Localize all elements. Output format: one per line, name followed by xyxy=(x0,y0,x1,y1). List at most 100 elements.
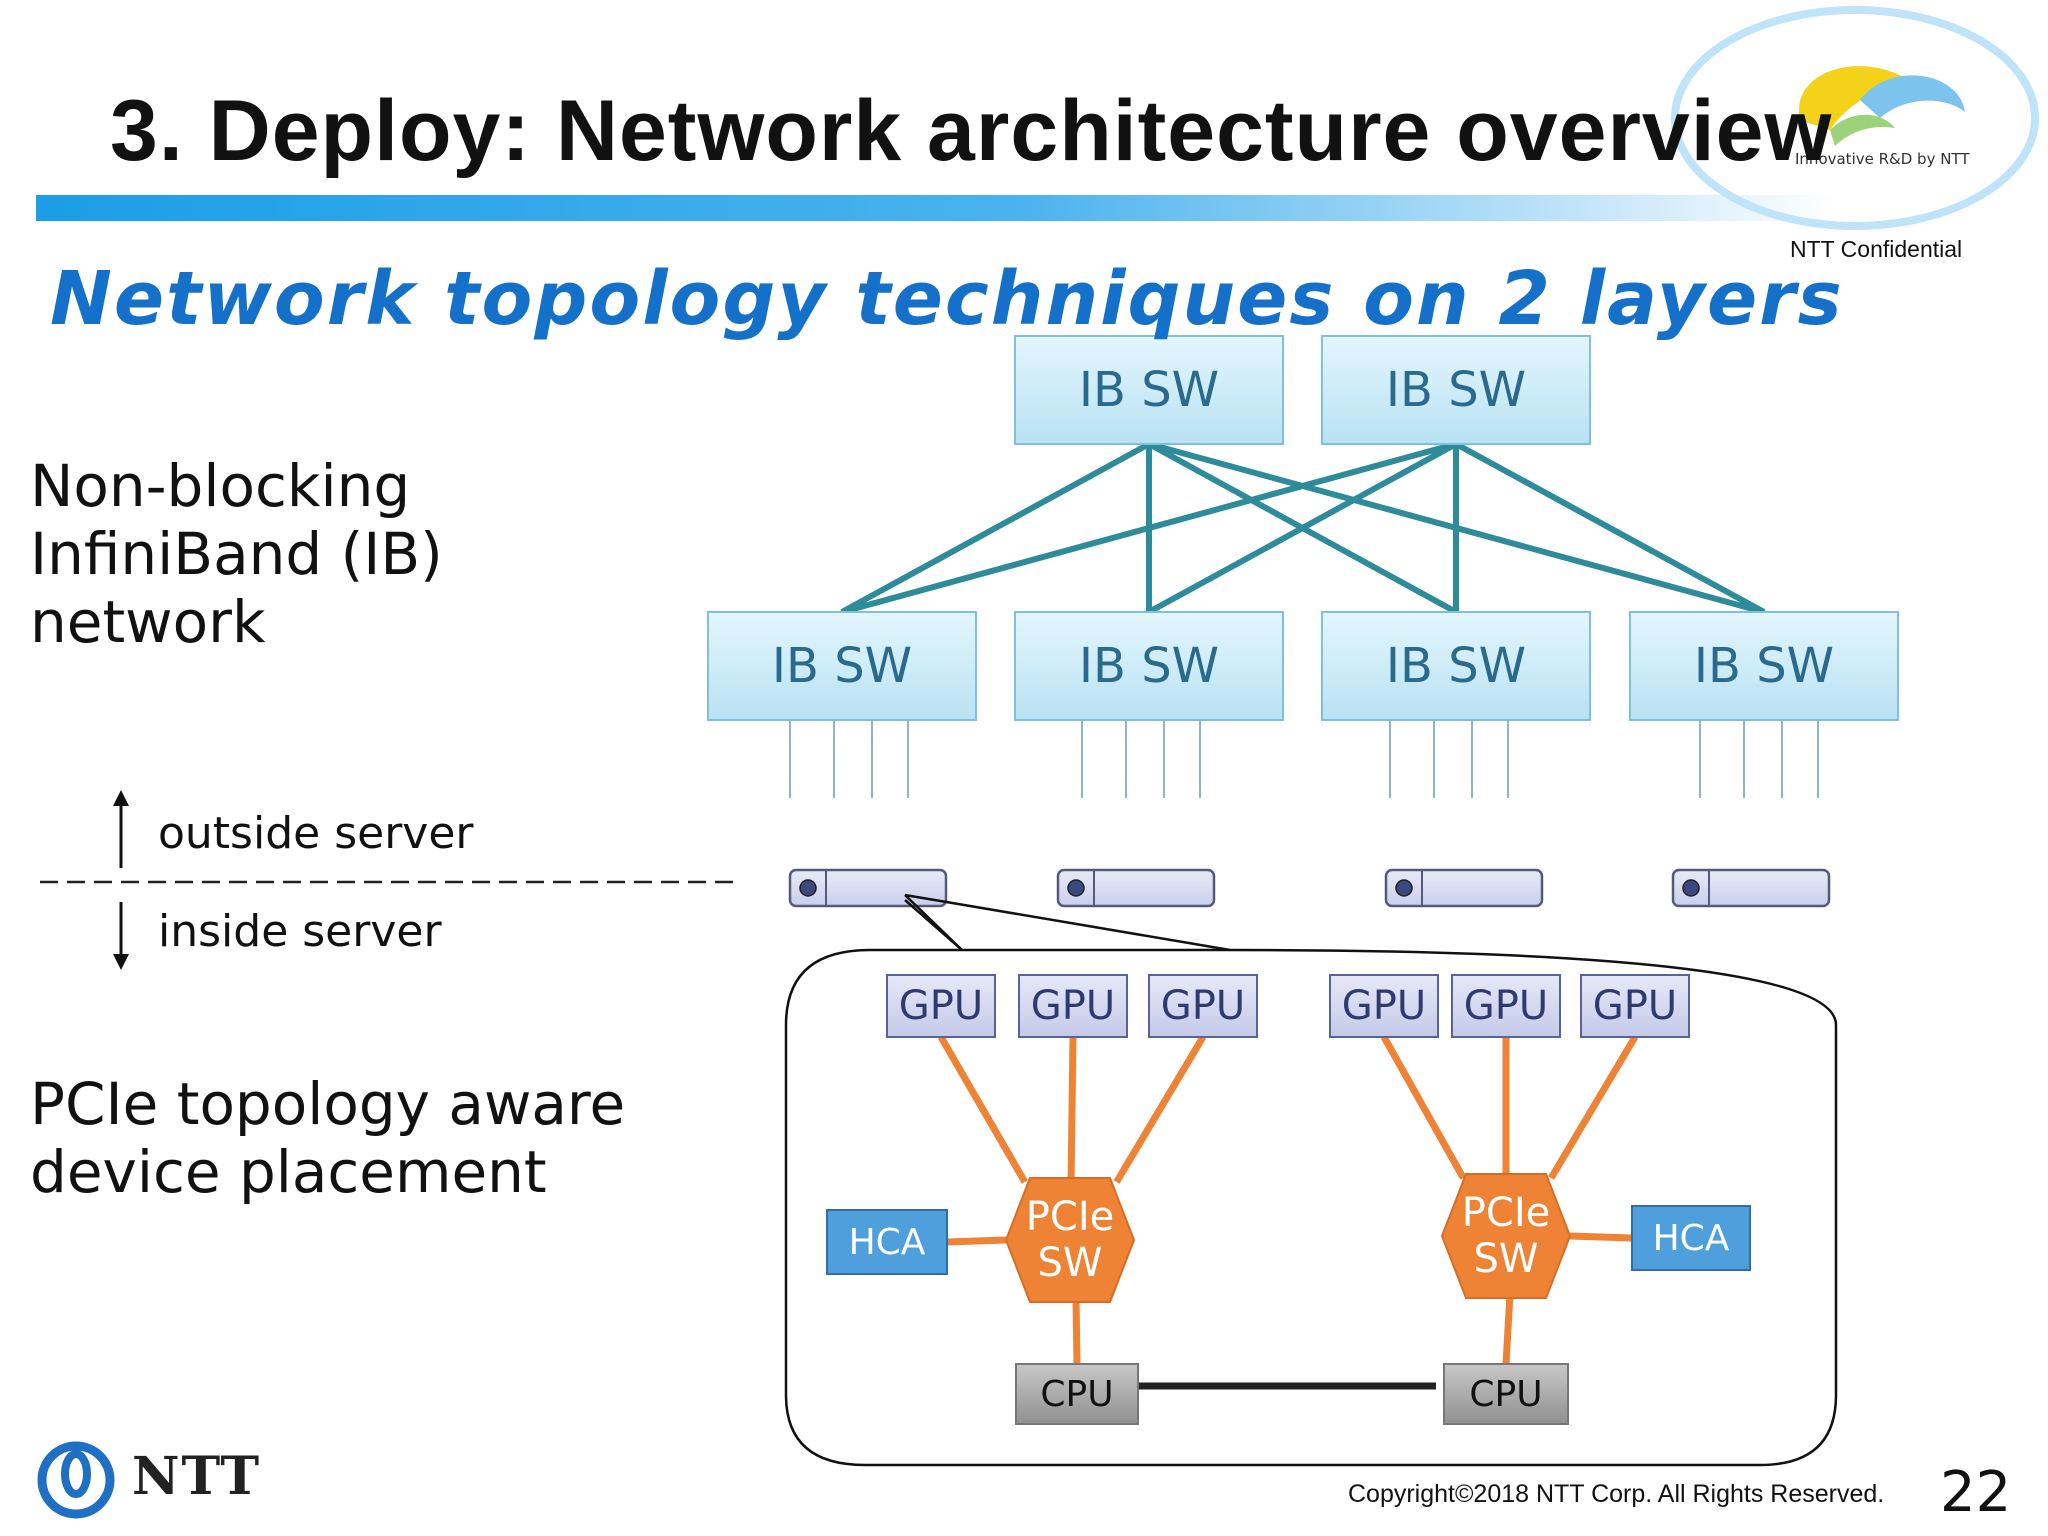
gpu-label-line: GPU xyxy=(1593,983,1677,1029)
confidential-label: NTT Confidential xyxy=(1790,236,1963,262)
ntt-logo-mark xyxy=(37,1441,115,1519)
ib-link-group xyxy=(840,441,1766,615)
ib-leaf-switch: IB SW xyxy=(707,611,977,721)
gpu-box xyxy=(1329,974,1439,1038)
cpu-unit: CPU xyxy=(1015,1363,1139,1425)
outside-server-label: outside server xyxy=(158,808,474,859)
cpu-unit-box xyxy=(1015,1363,1139,1425)
ib-switch-group: IB SW IB SW IB SW IB SW IB SW IB SW xyxy=(707,335,1899,721)
ib-leaf-switch-label-line: IB SW xyxy=(1386,638,1526,694)
ib-leaf-switch-box xyxy=(1321,611,1591,721)
gpu-device: GPU xyxy=(1451,974,1561,1038)
ib-spine-switch-label: IB SW xyxy=(1386,362,1526,418)
gpu-label: GPU xyxy=(1593,983,1677,1029)
gpu-label: GPU xyxy=(1464,983,1548,1029)
pcie-link-line xyxy=(1380,1035,1467,1180)
logo-yellow-swirl-shape xyxy=(1799,66,1905,130)
ib-leaf-switch-label-line: IB SW xyxy=(1079,638,1219,694)
ib-spine-switch-label-line: IB SW xyxy=(1079,362,1219,418)
server-unit xyxy=(788,868,948,908)
gpu-box xyxy=(1018,974,1128,1038)
server-interior-callout xyxy=(784,893,1838,1467)
pcie-link-line xyxy=(937,1035,1028,1184)
hca-adapter-label-line: HCA xyxy=(849,1222,926,1263)
server-power-icon xyxy=(1067,879,1085,897)
cpu-unit-label: CPU xyxy=(1040,1374,1113,1415)
hca-adapter-box xyxy=(826,1209,948,1275)
gpu-label: GPU xyxy=(1342,983,1426,1029)
server-group xyxy=(788,868,1831,908)
pcie-switch-shape xyxy=(1440,1173,1572,1299)
gpu-box xyxy=(1451,974,1561,1038)
ib-link-line xyxy=(840,441,1151,615)
ntt-logo-inner-icon xyxy=(61,1450,91,1498)
innovative-rd-logo: Innovative R&D by NTT xyxy=(1671,6,2039,230)
page-title: 3. Deploy: Network architecture overview xyxy=(110,83,1833,179)
page-number: 22 xyxy=(1940,1460,2012,1525)
ib-leaf-switch-label: IB SW xyxy=(1079,638,1219,694)
slide-subtitle: Network topology techniques on 2 layers xyxy=(50,256,1844,342)
ib-spine-switch-label: IB SW xyxy=(1079,362,1219,418)
server-unit xyxy=(1384,868,1544,908)
server-chassis-shape xyxy=(1384,868,1544,908)
down-arrow-icon xyxy=(113,954,129,970)
inside-server-label: inside server xyxy=(158,906,442,957)
ib-leaf-switch-label-line: IB SW xyxy=(772,638,912,694)
logo-blue-swirl-shape xyxy=(1860,75,1965,118)
pcie-link-line xyxy=(946,1236,1007,1246)
ib-leaf-switch-box xyxy=(1014,611,1284,721)
pcie-description: PCIe topology aware device placement xyxy=(30,1070,625,1206)
callout-pointer-left xyxy=(904,894,963,951)
pcie-link-line xyxy=(1502,1293,1514,1365)
ib-spine-switch: IB SW xyxy=(1321,335,1591,445)
server-boundary xyxy=(40,790,740,970)
gpu-box xyxy=(1580,974,1690,1038)
ib-leaf-switch-label-line: IB SW xyxy=(1694,638,1834,694)
gpu-device: GPU xyxy=(1329,974,1439,1038)
ntt-logo-text: NTT xyxy=(132,1446,262,1507)
hca-adapter-label: HCA xyxy=(849,1222,926,1263)
ib-leaf-switch-box xyxy=(1629,611,1899,721)
ib-spine-switch-box xyxy=(1321,335,1591,445)
ib-leaf-switch-label: IB SW xyxy=(772,638,912,694)
gpu-label: GPU xyxy=(1031,983,1115,1029)
callout-pointer-right xyxy=(904,893,1231,952)
hca-adapter-label: HCA xyxy=(1653,1218,1730,1259)
ib-leaf-switch-label: IB SW xyxy=(1694,638,1834,694)
pcie-link-line xyxy=(1548,1035,1639,1180)
pcie-link-group xyxy=(937,1035,1639,1365)
port-line-group xyxy=(789,720,1819,798)
cpu-unit-box xyxy=(1443,1363,1569,1425)
pcie-link-line xyxy=(1569,1232,1633,1242)
pcie-description-line: device placement xyxy=(30,1138,547,1206)
ib-leaf-switch: IB SW xyxy=(1321,611,1591,721)
pcie-switch-label-line: PCIe xyxy=(1462,1190,1550,1236)
ib-spine-switch: IB SW xyxy=(1014,335,1284,445)
ib-description: Non-blocking InfiniBand (IB) network xyxy=(30,452,443,656)
ib-description-line: network xyxy=(30,588,266,656)
pcie-link-line xyxy=(1113,1035,1207,1184)
hca-adapter-label-line: HCA xyxy=(1653,1218,1730,1259)
server-unit xyxy=(1056,868,1216,908)
gpu-box xyxy=(1148,974,1258,1038)
logo-green-swirl-shape xyxy=(1830,114,1895,146)
logo-ring-shape xyxy=(1671,6,2039,230)
pcie-link-line xyxy=(1072,1297,1081,1365)
ib-spine-switch-label-line: IB SW xyxy=(1386,362,1526,418)
pcie-switch-label-line: SW xyxy=(1474,1236,1539,1282)
cpu-unit-label-line: CPU xyxy=(1040,1374,1113,1415)
cpu-unit-label-line: CPU xyxy=(1469,1374,1542,1415)
gpu-label-line: GPU xyxy=(1342,983,1426,1029)
hca-adapter-box xyxy=(1631,1205,1751,1271)
ib-link-line xyxy=(1147,441,1458,615)
server-power-icon xyxy=(799,879,817,897)
gpu-device: GPU xyxy=(1018,974,1128,1038)
server-chassis-shape xyxy=(1056,868,1216,908)
gpu-label: GPU xyxy=(899,983,983,1029)
ib-leaf-switch: IB SW xyxy=(1629,611,1899,721)
ib-description-line: Non-blocking xyxy=(30,452,411,520)
